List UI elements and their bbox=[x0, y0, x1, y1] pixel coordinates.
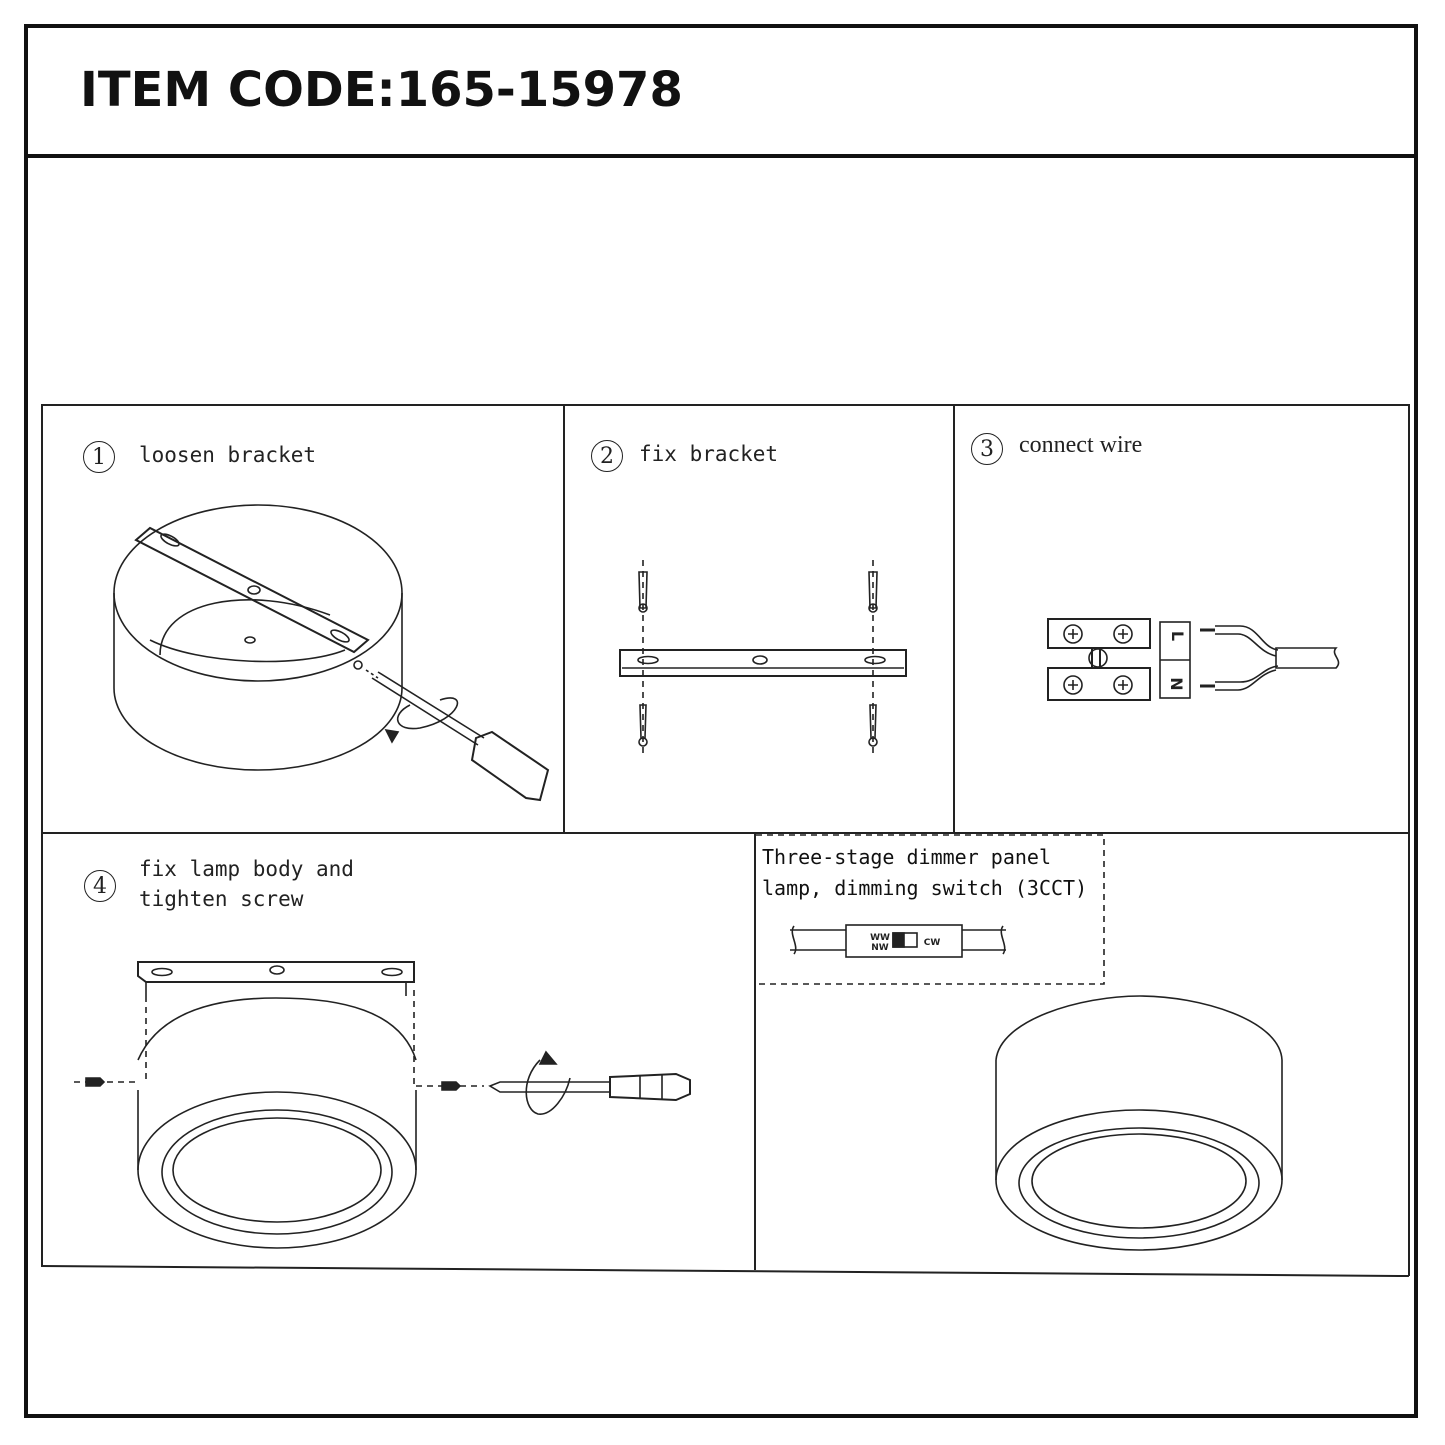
step-2-number: 2 bbox=[591, 440, 623, 472]
step-4-number: 4 bbox=[84, 870, 116, 902]
item-code-title: ITEM CODE:165-15978 bbox=[80, 62, 683, 118]
step-3-label: connect wire bbox=[1019, 432, 1143, 458]
dimmer-switch bbox=[790, 924, 1006, 958]
step-4-bracket bbox=[137, 961, 415, 1084]
terminal-label-n: N bbox=[1167, 677, 1186, 690]
dimmer-line-1: Three-stage dimmer panel bbox=[762, 845, 1051, 869]
step-1-label: loosen bracket bbox=[139, 443, 317, 467]
switch-label-nw: NW bbox=[871, 943, 889, 953]
step-4-lamp-body bbox=[74, 997, 484, 1249]
step-3-wires bbox=[1200, 625, 1340, 691]
step-4-label-line1: fix lamp body and bbox=[139, 857, 354, 881]
switch-label-cw: CW bbox=[924, 938, 941, 948]
switch-label-ww: WW bbox=[870, 933, 890, 943]
step-1-screwdriver bbox=[353, 660, 550, 802]
step-3-terminal-block bbox=[1047, 618, 1191, 701]
grid-divider-1 bbox=[563, 404, 565, 834]
step-2-bracket bbox=[619, 560, 907, 755]
step-1-number: 1 bbox=[83, 441, 115, 473]
page-frame bbox=[24, 24, 1418, 1418]
step-4-label-line2: tighten screw bbox=[139, 887, 304, 911]
grid-middle-line bbox=[41, 832, 1409, 834]
step-2-label: fix bracket bbox=[639, 442, 779, 466]
header-bar bbox=[24, 24, 1418, 158]
dimmer-description: Three-stage dimmer panel lamp, dimming s… bbox=[762, 842, 1087, 904]
step-4-screwdriver bbox=[488, 1050, 691, 1115]
terminal-label-l: L bbox=[1168, 631, 1187, 641]
grid-divider-2 bbox=[953, 404, 955, 834]
finished-lamp bbox=[995, 995, 1283, 1251]
dimmer-box bbox=[756, 834, 1105, 985]
dimmer-line-2: lamp, dimming switch (3CCT) bbox=[762, 876, 1088, 900]
grid-right-line bbox=[1408, 404, 1410, 1276]
step-3-number: 3 bbox=[971, 433, 1003, 465]
grid-top-line bbox=[41, 404, 1409, 406]
grid-divider-3 bbox=[754, 832, 756, 1270]
grid-left-line bbox=[41, 404, 43, 1266]
step-1-lamp-housing bbox=[113, 504, 403, 771]
